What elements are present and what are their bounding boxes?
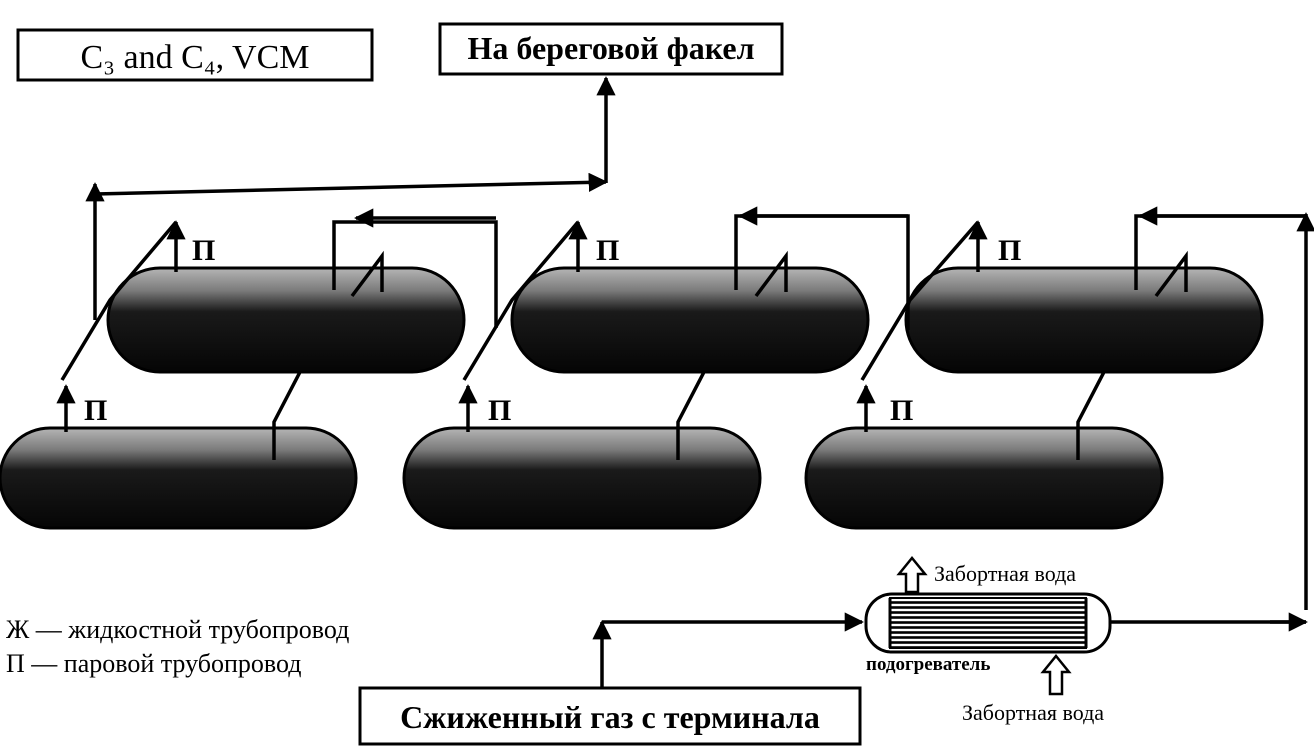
open-arrow-icon bbox=[896, 556, 928, 594]
cargo-label: C₃ and C₄, VCM bbox=[80, 39, 309, 76]
tank-upper-2 bbox=[510, 266, 870, 374]
vapor-vents-lower bbox=[56, 384, 876, 432]
vapor-tag: П bbox=[890, 394, 913, 427]
flare-label: На береговой факел bbox=[467, 30, 754, 66]
heat-exchanger bbox=[864, 592, 1112, 654]
tank-upper-1 bbox=[106, 266, 466, 374]
source-label: Сжиженный газ с терминала bbox=[400, 699, 820, 735]
legend-liquid: Ж — жидкостной трубопровод bbox=[6, 615, 349, 644]
tank-icon bbox=[402, 426, 762, 530]
liquid-connections bbox=[272, 371, 1106, 460]
water-in-arrow bbox=[1040, 654, 1072, 696]
vapor-tag: П bbox=[84, 394, 107, 427]
transfer-lines bbox=[332, 206, 1306, 330]
tank-icon bbox=[904, 266, 1264, 374]
flare-line bbox=[85, 76, 616, 320]
tank-internal-marks bbox=[350, 250, 1188, 298]
water-out-label: Забортная вода bbox=[934, 561, 1076, 586]
diagonal-feeds bbox=[60, 220, 980, 381]
tank-lower-1 bbox=[0, 426, 358, 530]
flare-box: На береговой факел bbox=[438, 22, 784, 76]
vapor-tag: П bbox=[596, 234, 619, 267]
vapor-tag: П bbox=[192, 234, 215, 267]
tank-lower-2 bbox=[402, 426, 762, 530]
heater-label: подогреватель bbox=[866, 654, 990, 675]
legend: Ж — жидкостной трубопровод П — паровой т… bbox=[6, 615, 349, 678]
source-line bbox=[592, 612, 864, 688]
tank-upper-3 bbox=[904, 266, 1264, 374]
tank-icon bbox=[106, 266, 466, 374]
heater-to-tanks-line bbox=[1108, 212, 1314, 632]
vapor-tag: П bbox=[998, 234, 1021, 267]
tank-icon bbox=[510, 266, 870, 374]
open-arrow-icon bbox=[1040, 654, 1072, 696]
legend-vapor: П — паровой трубопровод bbox=[6, 649, 301, 678]
tank-lower-3 bbox=[804, 426, 1164, 530]
vapor-vents-upper bbox=[166, 220, 988, 272]
source-box: Сжиженный газ с терминала bbox=[358, 686, 862, 746]
vapor-tag: П bbox=[488, 394, 511, 427]
tank-icon bbox=[804, 426, 1164, 530]
cargo-box: C₃ and C₄, VCM bbox=[16, 28, 374, 82]
water-out-arrow bbox=[896, 556, 928, 594]
water-in-label: Забортная вода bbox=[962, 700, 1104, 725]
tank-icon bbox=[0, 426, 358, 530]
